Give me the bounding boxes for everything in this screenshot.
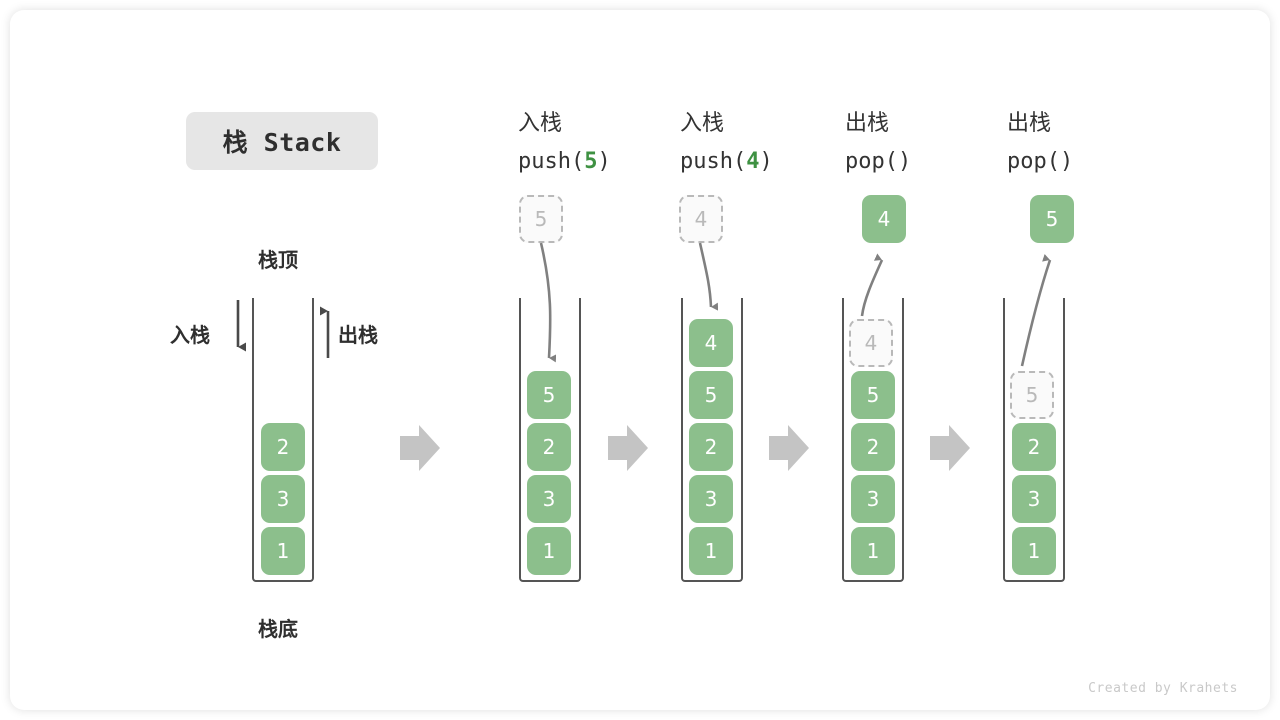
stack-cell: 1 [689, 527, 733, 575]
step-label-pop-1: 出栈 pop() [845, 105, 911, 181]
stack-cell: 5 [1010, 371, 1054, 419]
stack-cell: 4 [689, 319, 733, 367]
stack-cell: 3 [851, 475, 895, 523]
incoming-value-cell: 4 [679, 195, 723, 243]
stack-cell: 3 [689, 475, 733, 523]
stack-cell: 1 [851, 527, 895, 575]
stack-cell: 3 [1012, 475, 1056, 523]
step-op-code-num: 4 [746, 149, 760, 174]
step-op-code-suffix: ) [597, 149, 611, 174]
step-op-cjk: 出栈 [1007, 111, 1052, 136]
step-label-push-4: 入栈 push(4) [680, 105, 773, 181]
stack-cell: 2 [261, 423, 305, 471]
stack-cell: 1 [527, 527, 571, 575]
step-op-cjk: 出栈 [845, 111, 890, 136]
stack-top-label: 栈顶 [258, 248, 298, 272]
step-op-code-prefix: push( [518, 149, 585, 174]
step-op-code-num: 5 [584, 149, 598, 174]
step-separator-arrow [400, 425, 440, 471]
step-op-cjk: 入栈 [680, 111, 725, 136]
stack-cell: 3 [261, 475, 305, 523]
stack-bottom-label: 栈底 [258, 617, 298, 641]
credit-text: Created by Krahets [1088, 681, 1238, 696]
step-op-code-prefix: push( [680, 149, 747, 174]
step-op-code-suffix: ) [759, 149, 773, 174]
stack-cell: 1 [261, 527, 305, 575]
step-separator-arrow [769, 425, 809, 471]
stack-cell: 5 [851, 371, 895, 419]
step-label-push-5: 入栈 push(5) [518, 105, 611, 181]
push-direction-label: 入栈 [170, 323, 210, 347]
stack-cell: 5 [527, 371, 571, 419]
outgoing-value-cell: 4 [862, 195, 906, 243]
stack-cell: 2 [1012, 423, 1056, 471]
diagram-title-chip: 栈 Stack [186, 112, 378, 170]
stack-cell: 4 [849, 319, 893, 367]
incoming-value-cell: 5 [519, 195, 563, 243]
stack-cell: 1 [1012, 527, 1056, 575]
step-separator-arrow [930, 425, 970, 471]
step-separator-arrow [608, 425, 648, 471]
step-op-code-suffix: ) [897, 149, 912, 174]
stack-cell: 2 [689, 423, 733, 471]
stack-cell: 3 [527, 475, 571, 523]
diagram-title-text: 栈 Stack [222, 128, 342, 157]
step-op-cjk: 入栈 [518, 111, 563, 136]
step-op-code-suffix: ) [1059, 149, 1074, 174]
outgoing-value-cell: 5 [1030, 195, 1074, 243]
stack-cell: 5 [689, 371, 733, 419]
stack-cell: 2 [527, 423, 571, 471]
step-label-pop-2: 出栈 pop() [1007, 105, 1073, 181]
pop-direction-label: 出栈 [338, 323, 378, 347]
step-op-code-prefix: pop( [1007, 149, 1060, 174]
stack-cell: 2 [851, 423, 895, 471]
step-op-code-prefix: pop( [845, 149, 898, 174]
